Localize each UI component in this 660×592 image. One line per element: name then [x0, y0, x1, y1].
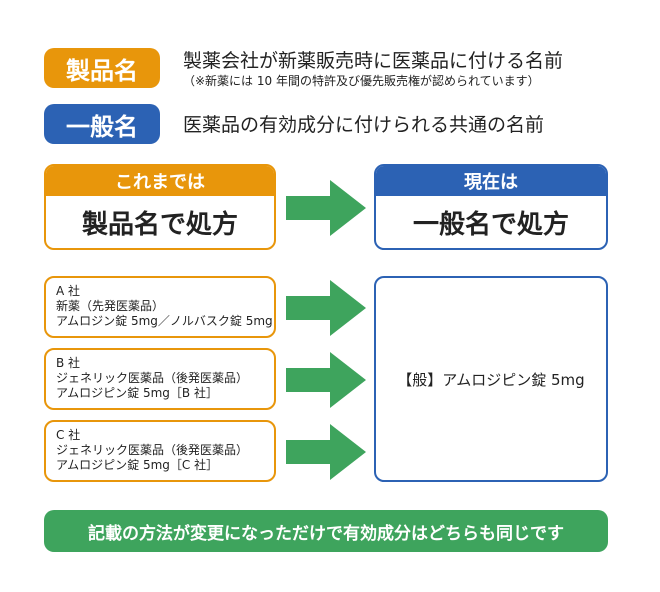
brand-name-note: （※新薬には 10 年間の特許及び優先販売権が認められています）: [183, 74, 540, 88]
now-header: 現在は: [376, 166, 606, 196]
generic-name-badge: 一般名: [44, 104, 160, 144]
company-drug-name: アムロジピン錠 5mg［C 社］: [56, 458, 219, 472]
company-drug-name: アムロジピン錠 5mg［B 社］: [56, 386, 218, 400]
generic-prescription-box: 【般】アムロジピン錠 5mg: [374, 276, 608, 482]
company-c-box: C 社 ジェネリック医薬品（後発医薬品） アムロジピン錠 5mg［C 社］: [44, 420, 276, 482]
generic-prescription-text: 【般】アムロジピン錠 5mg: [397, 370, 585, 389]
brand-name-badge: 製品名: [44, 48, 160, 88]
company-drug-name: アムロジン錠 5mg／ノルバスク錠 5mg: [56, 314, 273, 328]
arrow-right-icon: [286, 280, 366, 336]
arrow-right-icon: [286, 352, 366, 408]
footer-banner: 記載の方法が変更になっただけで有効成分はどちらも同じです: [44, 510, 608, 552]
now-body: 一般名で処方: [412, 209, 569, 240]
company-drug-type: ジェネリック医薬品（後発医薬品）: [56, 371, 249, 385]
brand-name-description: 製薬会社が新薬販売時に医薬品に付ける名前: [183, 50, 564, 72]
company-b-box: B 社 ジェネリック医薬品（後発医薬品） アムロジピン錠 5mg［B 社］: [44, 348, 276, 410]
arrow-right-icon: [286, 424, 366, 480]
company-drug-type: ジェネリック医薬品（後発医薬品）: [56, 443, 249, 457]
company-drug-type: 新薬（先発医薬品）: [56, 299, 165, 313]
arrow-right-icon: [286, 180, 366, 236]
company-name: B 社: [56, 356, 81, 370]
generic-name-description: 医薬品の有効成分に付けられる共通の名前: [183, 114, 545, 136]
company-name: C 社: [56, 428, 81, 442]
company-name: A 社: [56, 284, 81, 298]
before-header: これまでは: [46, 166, 274, 196]
now-box: 現在は 一般名で処方: [374, 164, 608, 250]
before-body: 製品名で処方: [81, 209, 238, 240]
before-box: これまでは 製品名で処方: [44, 164, 276, 250]
company-a-box: A 社 新薬（先発医薬品） アムロジン錠 5mg／ノルバスク錠 5mg: [44, 276, 276, 338]
